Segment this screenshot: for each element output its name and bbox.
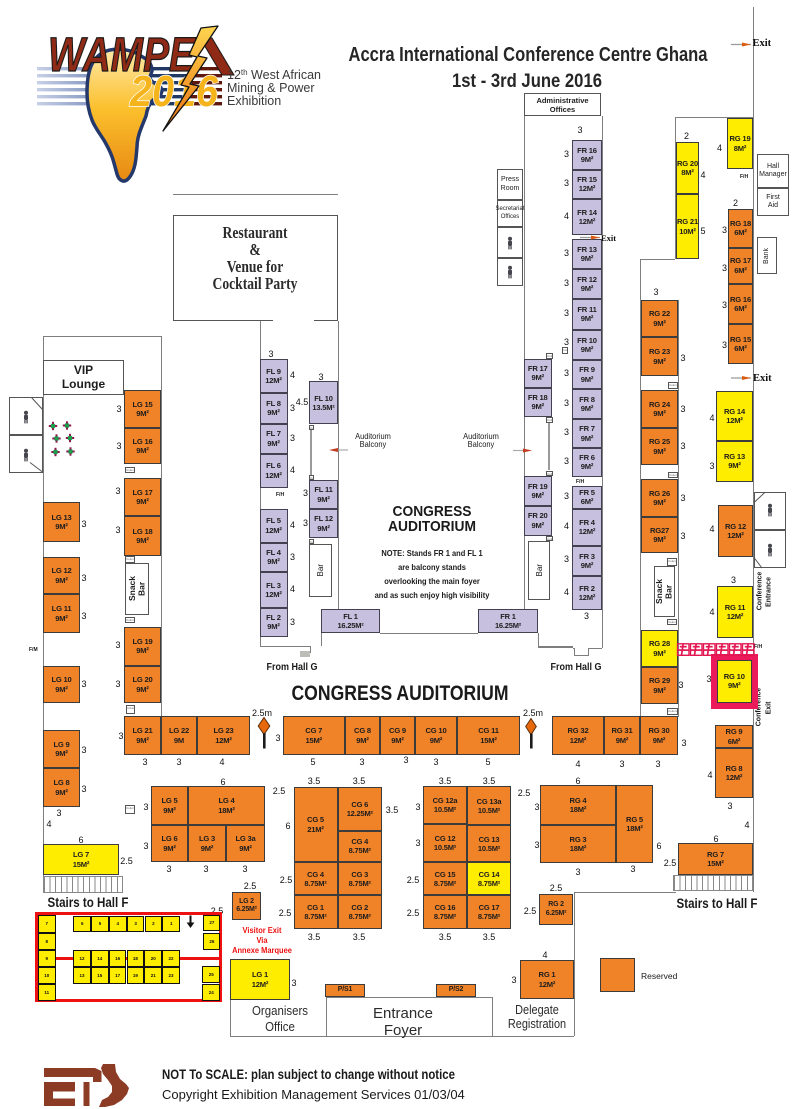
svg-text:Exhibition: Exhibition bbox=[227, 94, 281, 108]
svg-text:12th West African: 12th West African bbox=[227, 68, 321, 82]
svg-text:2016: 2016 bbox=[129, 67, 218, 116]
svg-text:WAMPE: WAMPE bbox=[48, 29, 197, 82]
svg-text:Mining & Power: Mining & Power bbox=[227, 81, 315, 95]
